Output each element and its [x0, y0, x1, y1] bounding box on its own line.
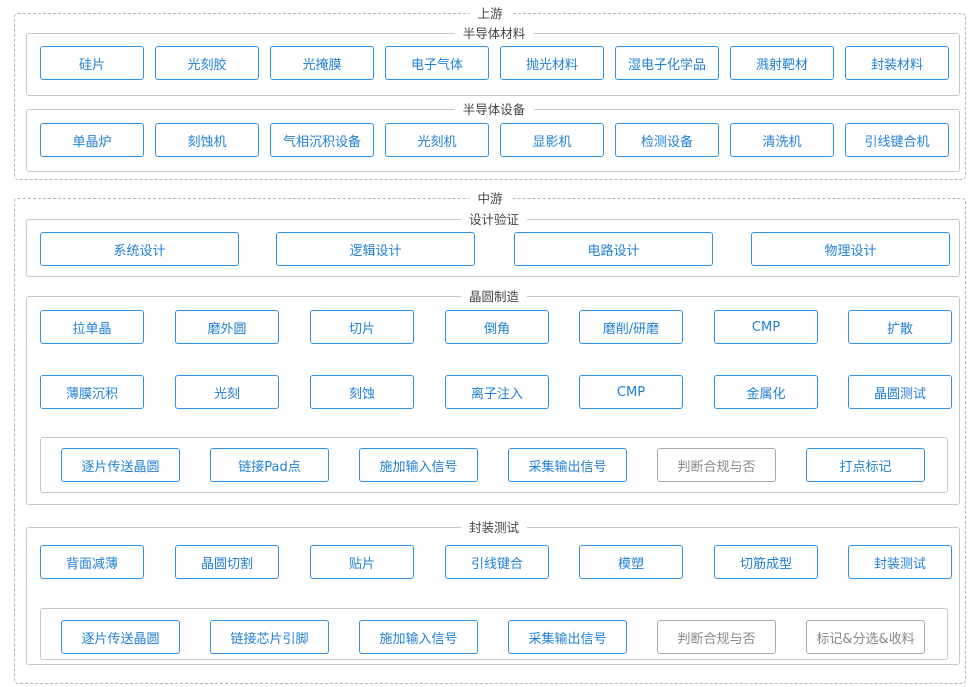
equipment-box-2[interactable]: 气相沉积设备	[270, 123, 374, 157]
wafer-step1-box-5[interactable]: CMP	[714, 310, 818, 344]
packaging-step-box-3[interactable]: 引线键合	[445, 545, 549, 579]
equipment-box-6[interactable]: 清洗机	[730, 123, 834, 157]
material-box-3[interactable]: 电子气体	[385, 46, 489, 80]
material-box-2[interactable]: 光掩膜	[270, 46, 374, 80]
wafer-test-box-2[interactable]: 施加输入信号	[359, 448, 478, 482]
wafer-test-box-0[interactable]: 逐片传送晶圆	[61, 448, 180, 482]
packaging-step-box-5[interactable]: 切筋成型	[714, 545, 818, 579]
material-box-1[interactable]: 光刻胶	[155, 46, 259, 80]
equipment-box-4[interactable]: 显影机	[500, 123, 604, 157]
wafer-step1-box-3[interactable]: 倒角	[445, 310, 549, 344]
design-box-1[interactable]: 逻辑设计	[276, 232, 475, 266]
equipment-box-5[interactable]: 检测设备	[615, 123, 719, 157]
design-box-2[interactable]: 电路设计	[514, 232, 713, 266]
wafer-step1-box-4[interactable]: 磨削/研磨	[579, 310, 683, 344]
wafer-test-box-4[interactable]: 判断合规与否	[657, 448, 776, 482]
wafer-step2-box-2[interactable]: 刻蚀	[310, 375, 414, 409]
wafer-step1-box-2[interactable]: 切片	[310, 310, 414, 344]
packaging-step-box-0[interactable]: 背面减薄	[40, 545, 144, 579]
wafer-test-box-5[interactable]: 打点标记	[806, 448, 925, 482]
material-box-0[interactable]: 硅片	[40, 46, 144, 80]
packaging-test-box-4[interactable]: 判断合规与否	[657, 620, 776, 654]
packaging-test-box-1[interactable]: 链接芯片引脚	[210, 620, 329, 654]
wafer-step2-box-6[interactable]: 晶圆测试	[848, 375, 952, 409]
packaging-test-box-3[interactable]: 采集输出信号	[508, 620, 627, 654]
packaging-step-box-1[interactable]: 晶圆切割	[175, 545, 279, 579]
material-box-7[interactable]: 封装材料	[845, 46, 949, 80]
equipment-box-7[interactable]: 引线键合机	[845, 123, 949, 157]
equipment-box-0[interactable]: 单晶炉	[40, 123, 144, 157]
wafer-step2-box-3[interactable]: 离子注入	[445, 375, 549, 409]
wafer-step2-box-1[interactable]: 光刻	[175, 375, 279, 409]
wafer-title: 晶圆制造	[460, 289, 528, 305]
design-box-3[interactable]: 物理设计	[751, 232, 950, 266]
equipment-title: 半导体设备	[454, 102, 534, 118]
upstream-title: 上游	[469, 6, 511, 22]
packaging-step-box-2[interactable]: 贴片	[310, 545, 414, 579]
midstream-title: 中游	[469, 191, 511, 207]
wafer-step2-box-4[interactable]: CMP	[579, 375, 683, 409]
packaging-step-box-6[interactable]: 封装测试	[848, 545, 952, 579]
design-box-0[interactable]: 系统设计	[40, 232, 239, 266]
packaging-test-group	[40, 608, 948, 660]
wafer-step2-box-5[interactable]: 金属化	[714, 375, 818, 409]
materials-title: 半导体材料	[454, 26, 534, 42]
wafer-test-box-3[interactable]: 采集输出信号	[508, 448, 627, 482]
wafer-step2-box-0[interactable]: 薄膜沉积	[40, 375, 144, 409]
material-box-5[interactable]: 湿电子化学品	[615, 46, 719, 80]
equipment-box-1[interactable]: 刻蚀机	[155, 123, 259, 157]
packaging-test-box-2[interactable]: 施加输入信号	[359, 620, 478, 654]
packaging-title: 封装测试	[460, 520, 528, 536]
design-title: 设计验证	[460, 212, 528, 228]
wafer-test-box-1[interactable]: 链接Pad点	[210, 448, 329, 482]
material-box-6[interactable]: 溅射靶材	[730, 46, 834, 80]
wafer-step1-box-6[interactable]: 扩散	[848, 310, 952, 344]
equipment-box-3[interactable]: 光刻机	[385, 123, 489, 157]
material-box-4[interactable]: 抛光材料	[500, 46, 604, 80]
packaging-step-box-4[interactable]: 模塑	[579, 545, 683, 579]
wafer-step1-box-0[interactable]: 拉单晶	[40, 310, 144, 344]
wafer-test-group	[40, 437, 948, 493]
packaging-test-box-5[interactable]: 标记&分选&收料	[806, 620, 925, 654]
packaging-test-box-0[interactable]: 逐片传送晶圆	[61, 620, 180, 654]
wafer-step1-box-1[interactable]: 磨外圆	[175, 310, 279, 344]
